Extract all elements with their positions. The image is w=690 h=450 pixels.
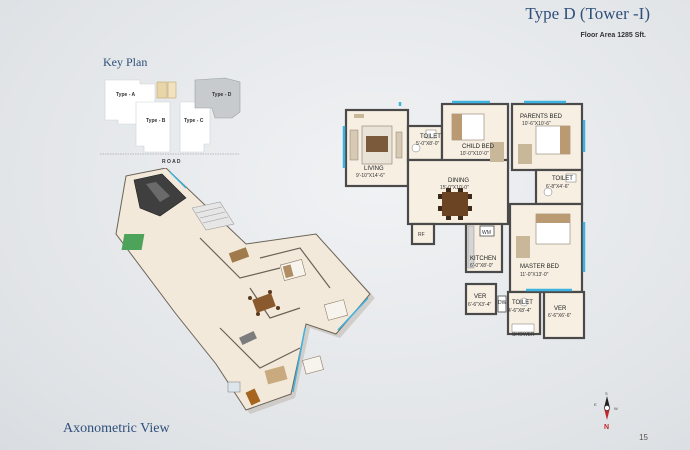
- living-dim: 9'-10"X14'-6": [356, 173, 385, 179]
- axo-furniture: [227, 247, 349, 406]
- axo-green-balcony: [121, 234, 145, 250]
- wm-label: WM: [482, 230, 491, 236]
- ver-2-room: [542, 290, 586, 340]
- toilet-3-label: TOILET: [512, 300, 533, 306]
- compass-north-label: N: [604, 424, 609, 431]
- compass-needle-icon: [604, 396, 610, 420]
- living-label: LIVING: [364, 166, 384, 172]
- ver-1-room: [464, 282, 498, 316]
- dw-label: DW: [498, 300, 507, 306]
- shower-label: SHOWER: [512, 332, 535, 338]
- unit-label-type-d: Type - D: [212, 92, 232, 98]
- ver-1-label: VER: [474, 294, 487, 300]
- axo-staircase: [191, 201, 235, 231]
- child-bed-furniture: [451, 113, 504, 162]
- ver-1-dim: 6'-6"X3'-4": [468, 302, 491, 308]
- page-number: 15: [639, 433, 648, 442]
- key-plan-title: Key Plan: [103, 55, 148, 69]
- kitchen-dim: 6'-0"X8'-0": [470, 263, 493, 269]
- axonometric-view: [115, 168, 375, 414]
- window-strips: [342, 100, 586, 292]
- ver-2-dim: 6'-6"X6'-6": [548, 313, 571, 319]
- rf-label: RF: [418, 232, 425, 238]
- master-bed-dim: 11'-0"X13'-0": [520, 272, 549, 278]
- axo-floor-slab: [115, 168, 371, 411]
- toilet-2-dim: 6'-8"X4'-6": [546, 184, 569, 190]
- dining-dim: 15'-0"X10'-0": [440, 185, 469, 191]
- compass-west-label: W: [614, 406, 618, 411]
- unit-label-type-a: Type - A: [116, 92, 136, 98]
- master-bed-label: MASTER BED: [520, 264, 560, 270]
- page-title: Type D (Tower -I): [525, 4, 650, 23]
- parents-bed-furniture: [518, 125, 571, 164]
- master-bed-furniture: [516, 213, 571, 258]
- road-label: R O A D: [162, 159, 181, 165]
- child-bed-dim: 10'-0"X10'-0": [460, 151, 489, 157]
- toilet-1-dim: 5'-0"X8'-0": [416, 141, 439, 147]
- toilet-3-dim: 4'-6"X8'-4": [508, 308, 531, 314]
- compass-south-label: S: [605, 392, 608, 396]
- dining-label: DINING: [448, 178, 469, 184]
- unit-label-type-c: Type - C: [184, 118, 204, 124]
- floor-plan: TOILET 5'-0"X8'-0" CHILD BED 10'-0"X10'-…: [342, 100, 586, 340]
- compass: E W S N: [594, 392, 618, 431]
- core-block: [156, 81, 168, 99]
- unit-label-type-b: Type - B: [146, 118, 166, 124]
- key-plan-diagram: Type - A Type - B Type - C Type - D R O …: [100, 77, 241, 165]
- dining-table-furniture: [438, 188, 472, 220]
- toilet-2-label: TOILET: [552, 176, 573, 182]
- unit-block-type-c: [179, 101, 211, 153]
- kitchen-label: KITCHEN: [470, 256, 496, 262]
- unit-block-type-d: [194, 77, 241, 119]
- axonometric-title: Axonometric View: [63, 421, 170, 436]
- compass-east-label: E: [594, 402, 597, 407]
- toilet-1-label: TOILET: [420, 134, 441, 140]
- unit-block-type-b: [135, 101, 171, 153]
- floor-area-label: Floor Area 1285 Sft.: [580, 32, 647, 39]
- living-furniture: [349, 114, 403, 165]
- ver-2-label: VER: [554, 306, 567, 312]
- parents-bed-dim: 10'-6"X10'-6": [522, 121, 551, 127]
- rf-room: [410, 222, 436, 246]
- child-bed-label: CHILD BED: [462, 144, 495, 150]
- parents-bed-label: PARENTS BED: [520, 114, 563, 120]
